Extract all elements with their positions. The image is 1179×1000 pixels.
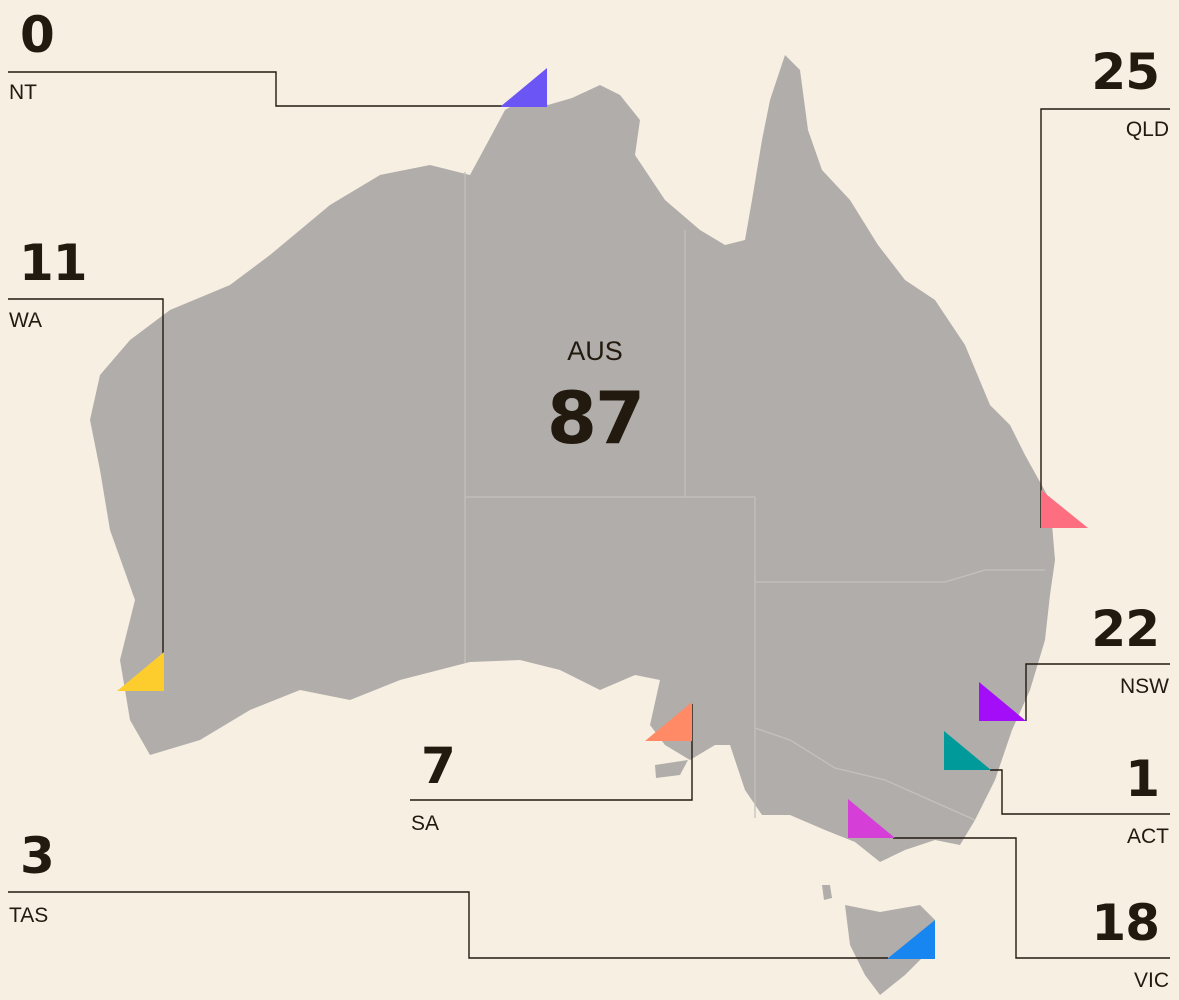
marker-sa [645,702,692,741]
nsw-value: 22 [1091,600,1160,658]
sa-label: SA [411,812,440,835]
leader-line-act [990,769,1170,815]
nt-label: NT [9,81,37,104]
national-label: AUS [567,336,623,366]
national-value: 87 [546,376,645,460]
vic-value: 18 [1091,894,1160,952]
tas-value: 3 [20,827,55,885]
nt-value: 0 [20,6,55,64]
marker-wa [117,652,164,691]
leader-line-vic [893,837,1170,959]
marker-nt [500,68,547,107]
wa-value: 11 [19,234,88,292]
state-borders [464,172,1045,821]
island-shape [822,885,832,900]
wa-label: WA [9,309,43,332]
marker-tas [887,920,935,959]
qld-value: 25 [1091,43,1160,101]
act-value: 1 [1125,750,1160,808]
tasmania-shape [845,905,935,995]
marker-qld [1041,490,1088,528]
leader-line-tas [8,891,888,959]
island-shape [655,760,688,778]
nsw-label: NSW [1120,675,1169,698]
qld-label: QLD [1125,118,1169,141]
vic-label: VIC [1133,969,1169,992]
leader-line-qld [1040,108,1170,528]
leader-line-nsw [1025,663,1170,721]
marker-nsw [979,682,1026,721]
mainland-shape [90,55,1055,862]
marker-act [944,731,991,770]
act-label: ACT [1127,825,1169,848]
sa-value: 7 [421,737,456,795]
leader-line-nt [8,71,502,107]
marker-vic [848,799,895,838]
leader-line-wa [8,298,164,690]
tas-label: TAS [9,904,49,927]
